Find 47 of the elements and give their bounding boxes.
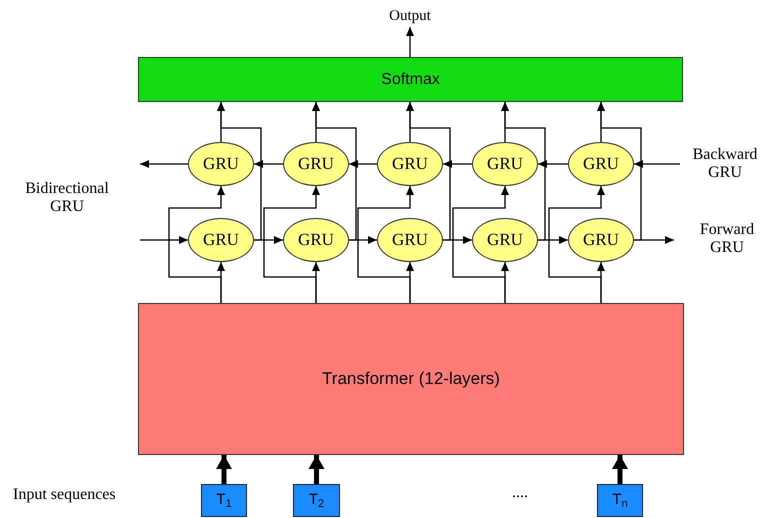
arrow bbox=[548, 186, 605, 303]
arrow bbox=[217, 102, 262, 241]
arrow bbox=[443, 160, 472, 168]
arrow bbox=[168, 186, 225, 303]
arrow bbox=[349, 160, 377, 168]
gru-cell: GRU bbox=[188, 142, 254, 186]
arrow bbox=[357, 186, 414, 303]
gru-cell: GRU bbox=[377, 142, 443, 186]
annotation-label: Input sequences bbox=[13, 486, 117, 504]
arrow bbox=[140, 160, 188, 168]
arrow bbox=[406, 102, 451, 241]
gru-cell: GRU bbox=[568, 142, 634, 186]
arrow bbox=[452, 186, 509, 303]
arrow bbox=[538, 236, 568, 244]
input-token-box: T$_{2}$ bbox=[293, 484, 340, 517]
input-token-box: T$_{1}$ bbox=[201, 484, 247, 517]
annotation-label: Bidirectional GRU bbox=[24, 180, 110, 216]
softmax-layer-box: Softmax bbox=[138, 57, 683, 102]
annotation-label: Backward GRU bbox=[692, 146, 758, 182]
arrow bbox=[634, 236, 674, 244]
arrow bbox=[140, 236, 188, 244]
input-token-box: T$_{n}$ bbox=[597, 484, 643, 517]
transformer-block: Transformer (12-layers) bbox=[138, 303, 684, 455]
gru-cell: GRU bbox=[283, 218, 349, 262]
gru-cell: GRU bbox=[568, 218, 634, 262]
arrow bbox=[308, 455, 324, 484]
gru-cell: GRU bbox=[283, 142, 349, 186]
ellipsis: .... bbox=[511, 484, 529, 502]
arrow bbox=[254, 236, 283, 244]
annotation-label: Forward GRU bbox=[698, 221, 756, 257]
arrow bbox=[634, 160, 680, 168]
output-label: Output bbox=[375, 5, 445, 27]
gru-cell: GRU bbox=[472, 142, 538, 186]
gru-cell: GRU bbox=[377, 218, 443, 262]
arrow bbox=[254, 160, 283, 168]
arrow bbox=[216, 455, 232, 484]
arrow bbox=[406, 27, 414, 57]
arrow bbox=[597, 102, 642, 241]
arrow bbox=[538, 160, 568, 168]
arrow bbox=[349, 236, 377, 244]
gru-cell: GRU bbox=[188, 218, 254, 262]
arrow bbox=[443, 236, 472, 244]
arrow bbox=[612, 455, 628, 484]
arrow bbox=[312, 102, 357, 241]
gru-cell: GRU bbox=[472, 218, 538, 262]
arrow bbox=[263, 186, 320, 303]
arrow bbox=[501, 102, 546, 241]
